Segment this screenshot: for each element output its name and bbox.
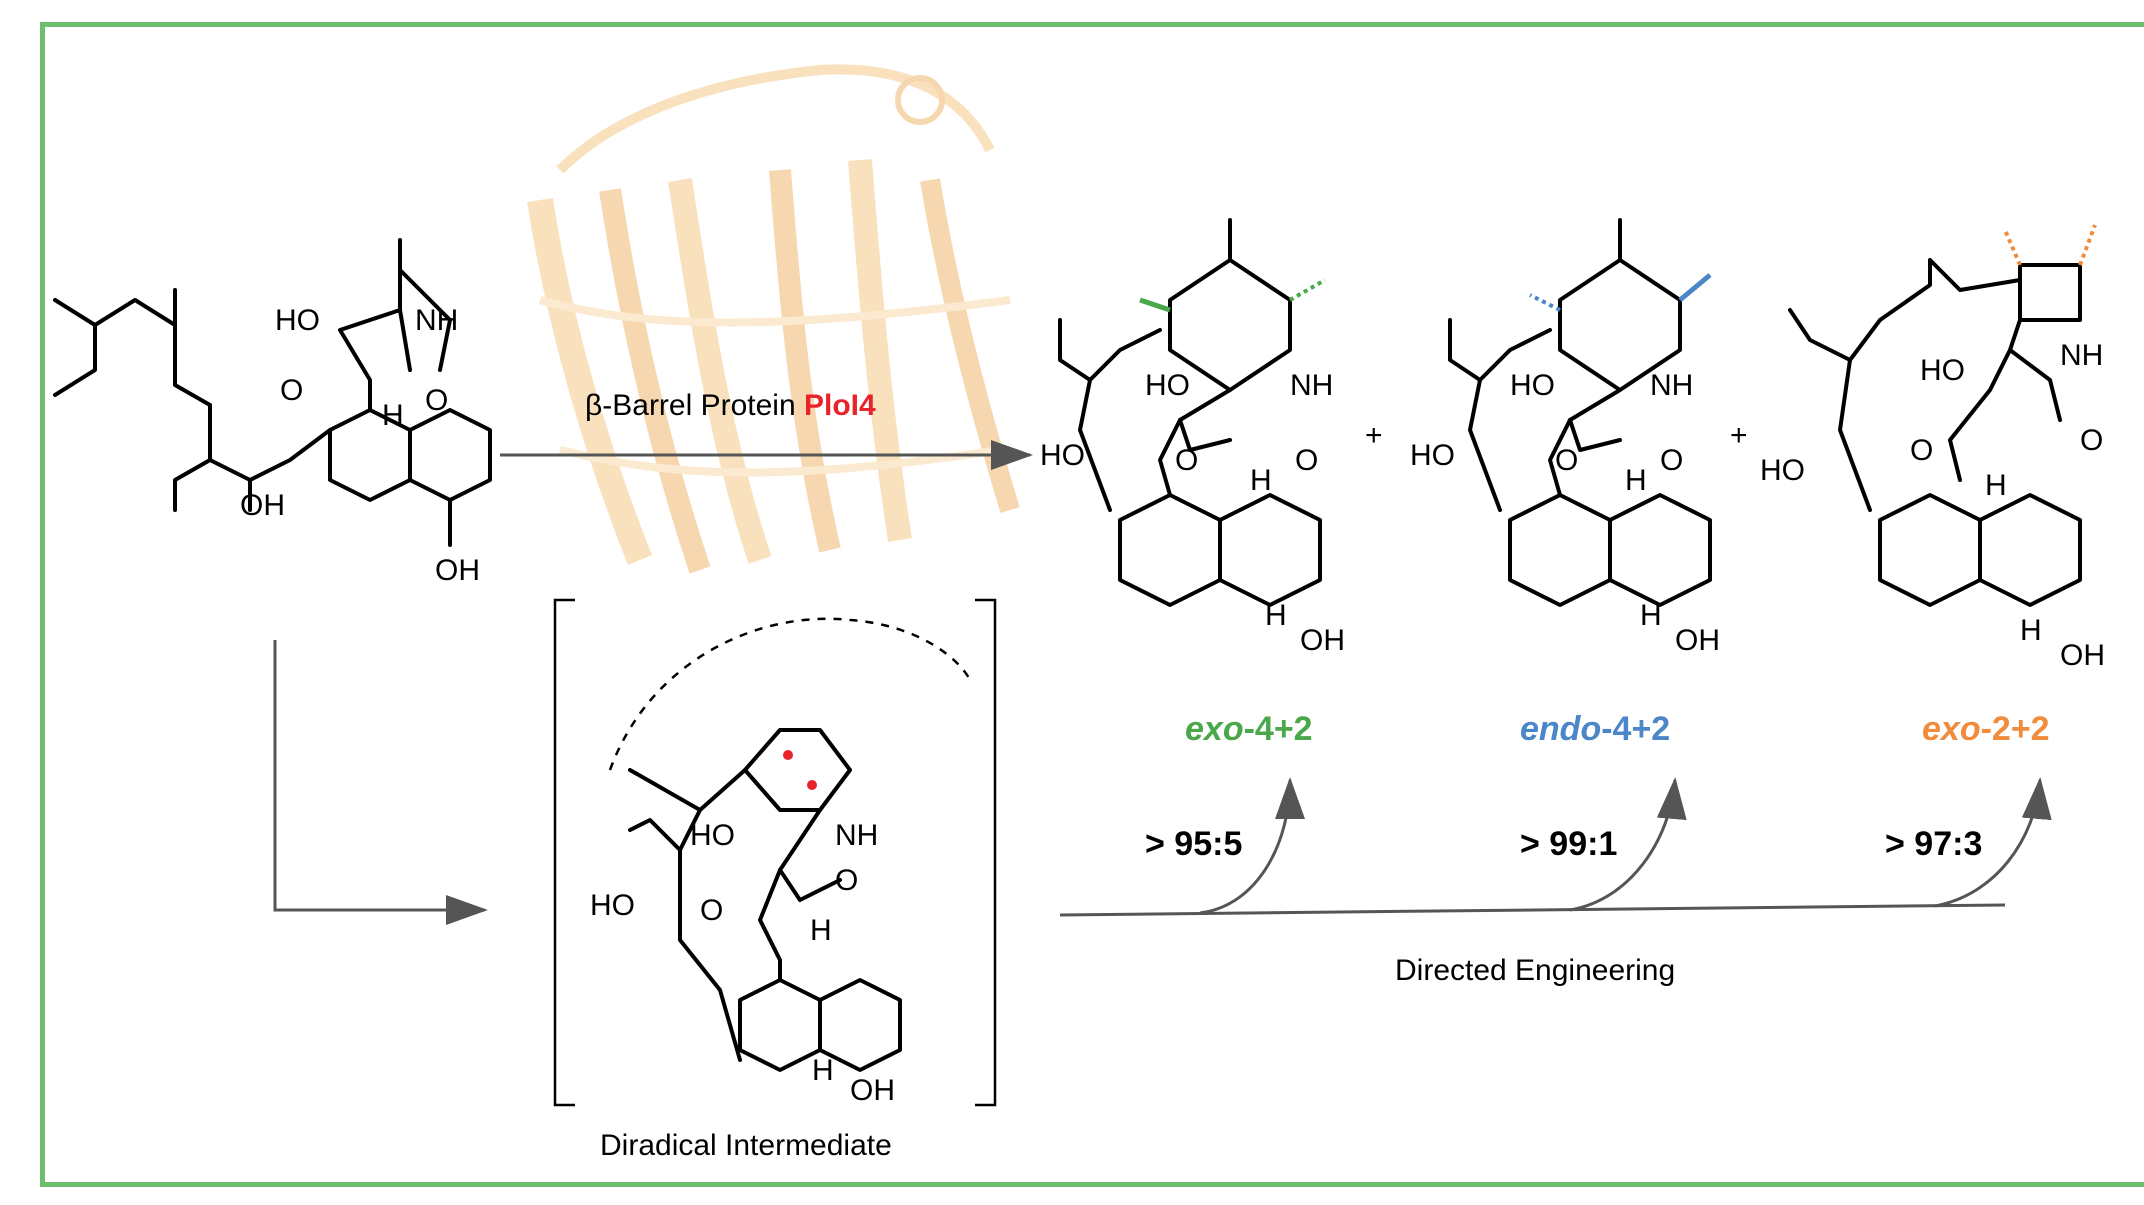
svg-text:H: H: [1985, 469, 2007, 502]
svg-text:OH: OH: [1300, 624, 1345, 657]
svg-text:H: H: [1625, 464, 1647, 497]
svg-text:HO: HO: [1040, 439, 1085, 472]
svg-text:H: H: [1250, 464, 1272, 497]
svg-text:NH: NH: [1650, 369, 1693, 402]
svg-text:O: O: [835, 864, 858, 897]
svg-text:HO: HO: [1410, 439, 1455, 472]
svg-text:NH: NH: [415, 304, 458, 337]
product-label-exo-4-2: exo-4+2: [1185, 710, 1313, 748]
svg-text:NH: NH: [1290, 369, 1333, 402]
svg-text:HO: HO: [1920, 354, 1965, 387]
svg-text:OH: OH: [850, 1074, 895, 1107]
svg-text:OH: OH: [435, 554, 480, 587]
svg-text:O: O: [2080, 424, 2103, 457]
svg-text:O: O: [1660, 444, 1683, 477]
enzyme-name: PloI4: [804, 389, 876, 422]
product-exo-4-2-structure: HO NH HO O O H H OH: [1040, 218, 1345, 657]
selectivity-exo-4-2: > 95:5: [1145, 825, 1242, 863]
engineering-label: Directed Engineering: [1395, 954, 1675, 987]
svg-text:O: O: [1295, 444, 1318, 477]
svg-text:H: H: [812, 1054, 834, 1087]
svg-text:NH: NH: [835, 819, 878, 852]
svg-text:OH: OH: [240, 489, 285, 522]
product-label-exo-2-2: exo-2+2: [1922, 710, 2050, 748]
reaction-condition: β-Barrel Protein PloI4: [585, 389, 876, 422]
svg-text:HO: HO: [690, 819, 735, 852]
product-label-endo-4-2: endo-4+2: [1520, 710, 1670, 748]
plus-sign-2: +: [1730, 419, 1748, 452]
svg-text:HO: HO: [590, 889, 635, 922]
intermediate-label: Diradical Intermediate: [600, 1129, 892, 1162]
product-exo-2-2-structure: HO NH HO O O H H OH: [1760, 224, 2105, 672]
svg-text:HO: HO: [275, 304, 320, 337]
engineering-arrows: [1059, 777, 2052, 917]
starting-material: HO NH O O H OH OH: [53, 238, 492, 587]
svg-text:H: H: [810, 914, 832, 947]
plus-sign-1: +: [1365, 419, 1383, 452]
svg-text:HO: HO: [1760, 454, 1805, 487]
svg-text:O: O: [425, 384, 448, 417]
svg-text:O: O: [1555, 444, 1578, 477]
svg-text:H: H: [1265, 599, 1287, 632]
intermediate-brackets: [553, 598, 997, 1107]
selectivity-endo-4-2: > 99:1: [1520, 825, 1617, 863]
svg-text:HO: HO: [1510, 369, 1555, 402]
svg-text:H: H: [382, 399, 404, 432]
svg-text:O: O: [280, 374, 303, 407]
svg-text:O: O: [1910, 434, 1933, 467]
svg-text:H: H: [1640, 599, 1662, 632]
product-endo-4-2-structure: HO NH HO O O H H OH: [1410, 218, 1720, 657]
selectivity-exo-2-2: > 97:3: [1885, 825, 1982, 863]
svg-text:HO: HO: [1145, 369, 1190, 402]
diradical-intermediate: HO NH HO O O H H OH: [590, 617, 972, 1107]
diagram-frame: [40, 22, 2144, 1187]
svg-text:OH: OH: [2060, 639, 2105, 672]
svg-text:O: O: [700, 894, 723, 927]
path-arrow-to-intermediate: [273, 640, 488, 925]
svg-text:OH: OH: [1675, 624, 1720, 657]
svg-text:H: H: [2020, 614, 2042, 647]
svg-text:NH: NH: [2060, 339, 2103, 372]
protein-structure-image: [527, 64, 1020, 574]
svg-text:O: O: [1175, 444, 1198, 477]
